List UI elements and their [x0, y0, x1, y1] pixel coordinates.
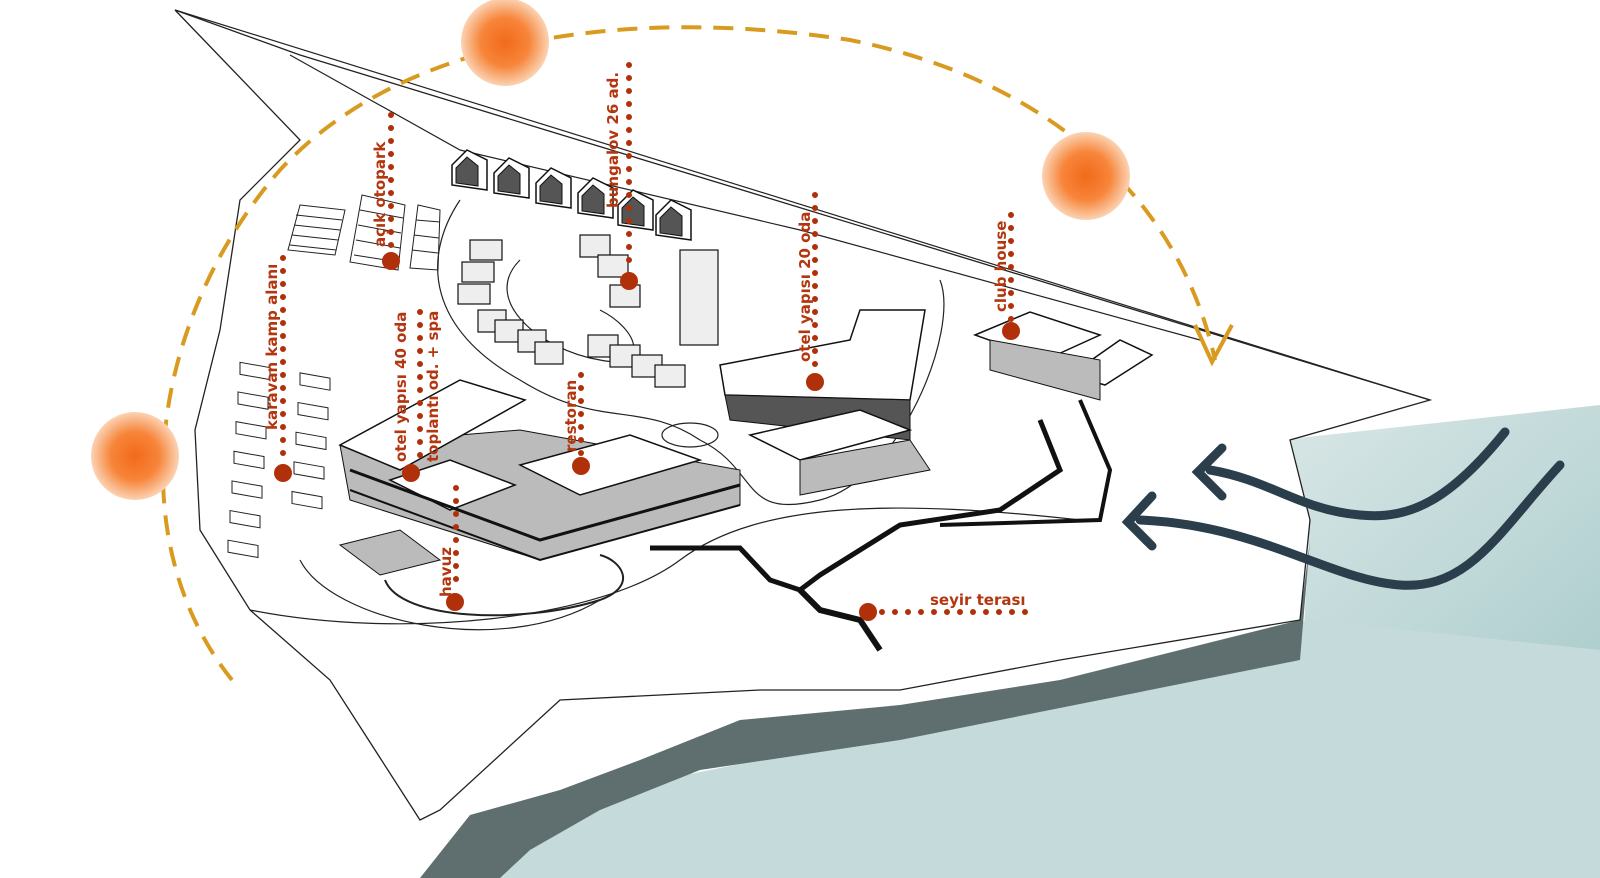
cabin-boxes — [457, 234, 719, 388]
markers — [274, 252, 1020, 621]
location-marker-icon — [572, 457, 590, 475]
sun-path-arrowhead — [1193, 324, 1234, 367]
path-curve-3 — [299, 559, 601, 631]
location-marker-icon — [1002, 322, 1020, 340]
location-marker-icon — [274, 464, 292, 482]
location-marker-icon — [806, 373, 824, 391]
location-marker-icon — [402, 464, 420, 482]
path-curve — [249, 507, 1081, 625]
label-club-house: club house — [992, 221, 1010, 312]
location-marker-icon — [382, 252, 400, 270]
label-otel-20: otel yapısı 20 oda — [796, 212, 814, 362]
round-plaza — [661, 422, 719, 448]
label-bungalov: bungalov 26 ad. — [604, 72, 622, 208]
hotel-20-building — [719, 309, 931, 496]
sun-icon — [1042, 132, 1130, 220]
parking-lots — [287, 194, 441, 271]
pool-plaza — [384, 554, 625, 617]
cliff-shadow — [420, 540, 1310, 878]
label-restoran: restoran — [562, 380, 580, 452]
label-acik-otopark: açık otopark — [371, 141, 389, 247]
sun-icon — [461, 0, 549, 86]
wind-arrow-icon — [1121, 427, 1565, 590]
hotel-40-building — [338, 379, 741, 576]
road-curve-2 — [506, 259, 635, 363]
road-line — [289, 54, 1201, 341]
location-marker-icon — [620, 272, 638, 290]
location-marker-icon — [446, 593, 464, 611]
viewing-pier — [797, 587, 883, 652]
caravan-spots — [227, 361, 331, 559]
label-havuz: havuz — [437, 547, 455, 597]
dotted-leaders — [280, 62, 1033, 615]
label-otel-40: otel yapısı 40 oda — [392, 312, 410, 462]
label-karavan: karavan kamp alanı — [263, 264, 281, 430]
location-marker-icon — [859, 603, 877, 621]
label-toplanti-spa: toplantı od. + spa — [424, 311, 442, 462]
boardwalk-2 — [939, 399, 1113, 527]
sun-icon — [91, 412, 179, 500]
label-seyir-terasi: seyir terası — [930, 591, 1026, 609]
boardwalk — [650, 419, 1064, 593]
sea-area-lower — [500, 620, 1600, 878]
boundary-line — [174, 9, 1431, 401]
